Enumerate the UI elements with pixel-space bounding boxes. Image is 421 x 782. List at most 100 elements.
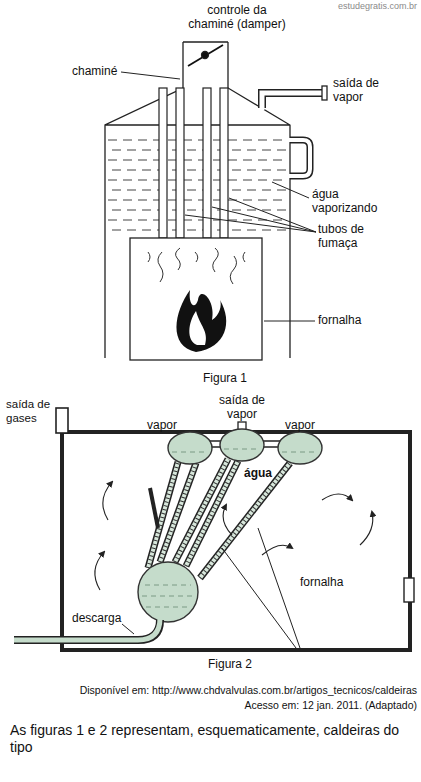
gas-flow-arrows	[95, 552, 104, 590]
water-tubes	[160, 463, 196, 562]
drum-water-lines	[146, 607, 190, 608]
drums	[220, 429, 264, 461]
leader-lines	[272, 182, 309, 198]
water-tubes	[175, 459, 228, 562]
source-note: Disponível em: http://www.chdvalvulas.co…	[4, 684, 417, 697]
part-label: fornalha	[300, 575, 343, 589]
drums	[168, 432, 212, 464]
part-label: saída de vapor	[212, 393, 272, 422]
part-label: saída de vapor	[333, 76, 389, 105]
water-dashes	[108, 180, 287, 181]
water-tubes	[148, 459, 290, 578]
drum-water-lines	[142, 449, 318, 607]
water-tube-boiler	[14, 408, 414, 650]
drums	[138, 429, 322, 622]
water-tubes	[186, 461, 238, 566]
smoke-tubes	[220, 88, 228, 238]
source-note: Acesso em: 12 jan. 2011. (Adaptado)	[4, 699, 417, 712]
question-text: As figuras 1 e 2 representam, esquematic…	[10, 722, 415, 756]
part-label: descarga	[72, 611, 121, 625]
water-tubes	[175, 459, 228, 562]
damper-pivot	[202, 52, 209, 59]
water-dashes	[112, 170, 287, 171]
hot-gases	[148, 252, 150, 262]
water-gauge	[290, 140, 310, 176]
water-dashes	[112, 150, 287, 151]
water-tubes	[200, 463, 290, 578]
part-label: água vaporizando	[312, 187, 392, 216]
pipe-flange	[322, 86, 327, 100]
part-label: chaminé	[72, 64, 117, 78]
water-tubes	[148, 462, 178, 568]
leader-lines	[212, 207, 316, 232]
furnace-box	[130, 238, 262, 360]
hot-gases	[148, 248, 245, 284]
water-dashes	[108, 220, 287, 221]
smoke-tubes	[176, 88, 184, 238]
water-tubes	[148, 459, 290, 578]
smoke-tubes	[203, 88, 211, 238]
leader-lines	[264, 321, 315, 322]
water-tubes	[200, 463, 290, 578]
flame	[177, 290, 227, 352]
hot-gases	[176, 248, 181, 270]
water-tubes	[175, 459, 228, 562]
gas-flow-arrows	[322, 494, 352, 500]
gas-flow-arrows	[103, 482, 112, 520]
watermark: estudegratis.com.br	[280, 1, 417, 12]
smoke-tubes	[159, 88, 228, 238]
water-tubes	[148, 459, 290, 578]
figure-caption: Figura 2	[195, 657, 265, 671]
water-tubes	[160, 463, 196, 562]
drum-water-lines	[142, 596, 194, 597]
drum-water-lines	[224, 449, 260, 450]
water-dashes	[108, 200, 287, 201]
part-label: tubos de fumaça	[318, 222, 378, 251]
part-label: água	[244, 466, 272, 480]
drum-water-lines	[172, 452, 208, 453]
leader-lines	[222, 528, 300, 648]
gas-flow-arrows	[360, 512, 373, 545]
figure-caption: Figura 1	[190, 371, 260, 385]
water-tubes	[148, 459, 290, 578]
hot-gases	[158, 252, 163, 282]
hot-gases	[243, 252, 245, 262]
leader-line	[122, 624, 134, 634]
leader-lines	[185, 215, 316, 232]
leader-lines	[222, 548, 296, 648]
drum-water-lines	[282, 452, 318, 453]
water-dashes	[112, 190, 287, 191]
hot-gases	[230, 256, 236, 284]
water-tubes	[186, 461, 238, 566]
baffle	[150, 488, 158, 528]
fire-tube-boiler	[105, 42, 327, 360]
steam-pipe-bore	[262, 93, 322, 110]
water-dashes	[112, 230, 287, 231]
gas-flow-arrows	[262, 545, 292, 555]
part-label: controle da chaminé (damper)	[185, 3, 289, 32]
leader-lines	[229, 198, 316, 232]
furnace-wall	[62, 432, 410, 650]
part-label: vapor	[285, 418, 315, 432]
leader-lines	[258, 528, 300, 648]
hot-gases	[195, 252, 198, 262]
part-label: saída de gases	[6, 398, 54, 426]
water-dashes	[108, 160, 287, 161]
flue-stack	[56, 408, 68, 433]
drum-water-lines	[145, 585, 191, 586]
part-label: fornalha	[318, 313, 361, 327]
part-label: vapor	[147, 418, 177, 432]
water-gauge-bore	[288, 140, 310, 176]
smoke-tubes	[159, 88, 167, 238]
leader-lines	[121, 72, 180, 79]
gas-flow-arrows	[223, 505, 232, 535]
water-dashes	[108, 140, 287, 141]
gas-flow-arrows	[95, 482, 373, 590]
hot-gases	[213, 248, 219, 272]
water-tubes	[200, 463, 290, 578]
damper-plate	[188, 45, 223, 66]
flame-core	[189, 311, 206, 345]
drums	[278, 432, 322, 464]
leader-lines	[121, 72, 316, 321]
drums	[138, 562, 198, 622]
